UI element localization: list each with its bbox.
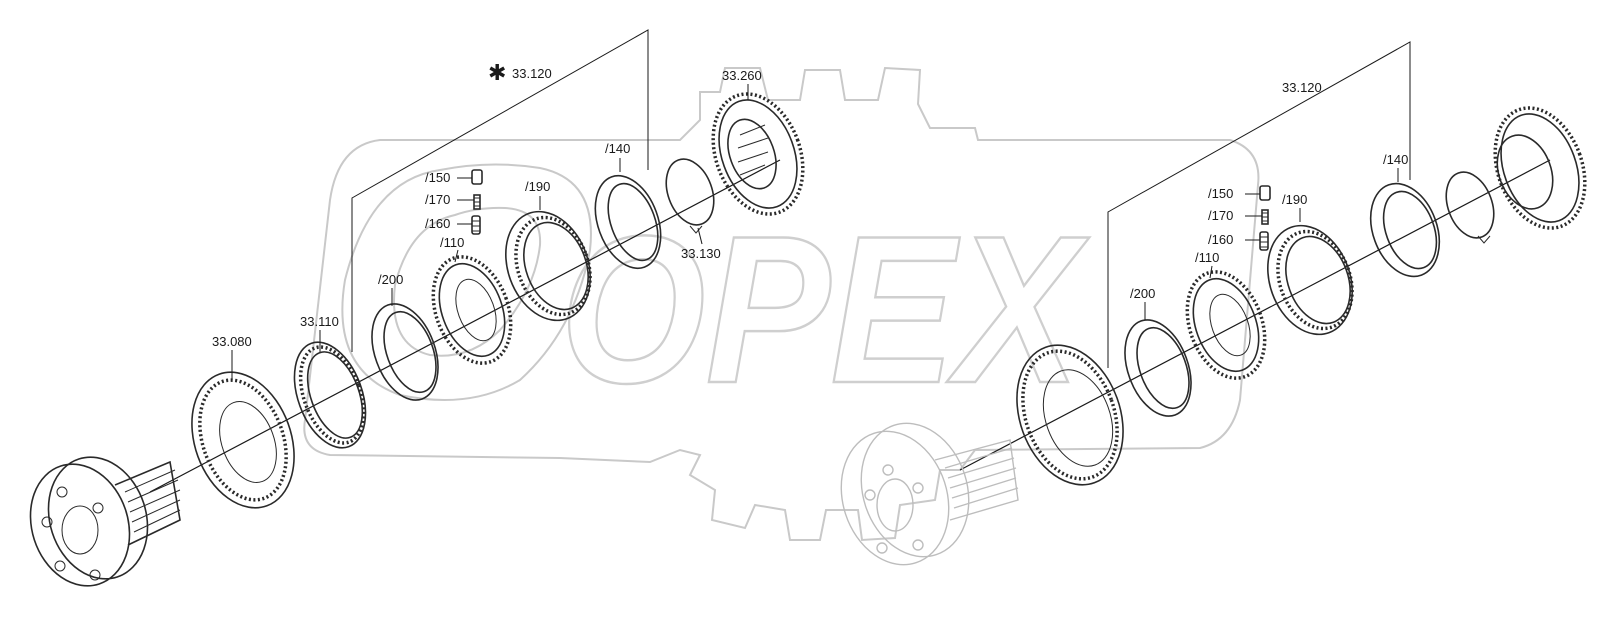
label-33-120-right: 33.120 (1282, 80, 1322, 95)
right-output-flange-faded (840, 422, 1019, 566)
label-110-left: /110 (440, 235, 464, 250)
label-190-left: /190 (525, 179, 550, 194)
label-200-right: /200 (1130, 286, 1155, 301)
label-33-080: 33.080 (212, 334, 252, 349)
watermark-letter-o-inner (393, 206, 542, 357)
label-160-left: /160 (425, 216, 450, 231)
left-assembly-axis (149, 159, 781, 493)
left-assembly: 33.080 33.110 /200 /110 /160 /170 /150 /… (29, 29, 805, 587)
left-ring-140 (594, 174, 662, 270)
left-detent-pieces (471, 169, 483, 235)
watermark-logo: OPEX (303, 66, 1260, 542)
label-140-right: /140 (1383, 152, 1408, 167)
watermark-letter-o (341, 163, 592, 401)
right-ring-140 (1369, 182, 1441, 278)
right-assembly: /200 /110 /160 /170 /150 /190 /140 33.12… (840, 41, 1587, 566)
left-gear-33-260 (711, 92, 805, 216)
label-33-260: 33.260 (722, 68, 762, 83)
label-33-120-left: 33.120 (512, 66, 552, 81)
label-150-right: /150 (1208, 186, 1233, 201)
right-ring-200 (1124, 319, 1192, 417)
left-ring-33-110 (293, 341, 367, 449)
right-end-gear (1493, 106, 1587, 230)
star-mark: ✱ (488, 61, 506, 86)
label-190-right: /190 (1282, 192, 1307, 207)
label-33-130: 33.130 (681, 246, 721, 261)
right-detent-pieces (1259, 185, 1271, 251)
left-ring-200 (371, 303, 439, 401)
left-leader-lines (231, 84, 749, 380)
left-output-flange (29, 456, 181, 587)
watermark-text: OPEX (560, 192, 1090, 427)
right-group-bracket (1107, 41, 1411, 368)
left-snap-ring-33-130 (665, 158, 715, 234)
left-sleeve-190 (505, 210, 592, 322)
label-33-110: 33.110 (300, 314, 339, 329)
right-snap-ring (1445, 171, 1495, 244)
left-hub-110 (431, 255, 513, 365)
label-170-left: /170 (425, 192, 450, 207)
right-leader-lines (1144, 168, 1399, 320)
right-hub-110 (1185, 270, 1267, 380)
label-140-left: /140 (605, 141, 630, 156)
left-disc-33-080 (191, 371, 295, 509)
label-200-left: /200 (378, 272, 403, 287)
right-sleeve-190 (1267, 224, 1354, 336)
watermark-gear-outline (303, 66, 1260, 542)
right-disc (1016, 344, 1124, 486)
label-160-right: /160 (1208, 232, 1233, 247)
left-group-bracket (351, 29, 649, 352)
label-110-right: /110 (1195, 250, 1219, 265)
label-150-left: /150 (425, 170, 450, 185)
label-170-right: /170 (1208, 208, 1233, 223)
